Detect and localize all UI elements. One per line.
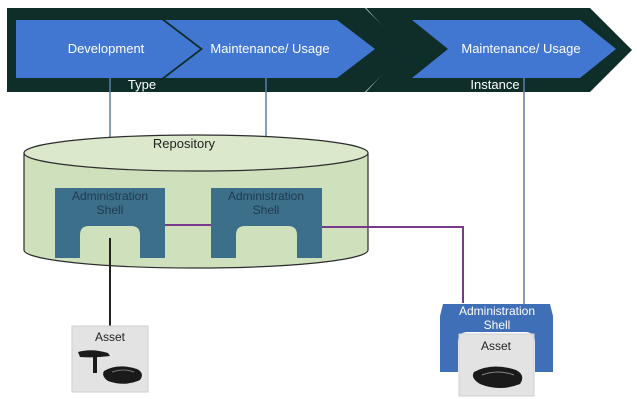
- development-chevron: [16, 20, 200, 78]
- type-caption: Type: [128, 77, 156, 92]
- instance-shell-line2: Shell: [484, 318, 511, 332]
- instance-caption: Instance: [470, 77, 519, 92]
- instance-asset-label: Asset: [481, 339, 512, 353]
- repository-cylinder-top: [23, 134, 369, 172]
- saddle-icon: [472, 366, 523, 388]
- admin-shell-2-line2: Shell: [253, 203, 280, 217]
- type-maintenance-label: Maintenance/ Usage: [210, 41, 329, 56]
- admin-shell-1-line2: Shell: [97, 203, 124, 217]
- type-maintenance-chevron: [165, 20, 375, 78]
- type-asset-label: Asset: [95, 330, 126, 344]
- instance-maintenance-chevron: [412, 20, 616, 78]
- repository-to-instance-connector: [322, 226, 464, 303]
- instance-shell-line1: Administration: [459, 304, 535, 318]
- admin-shell-1: [55, 188, 165, 258]
- admin-shell-1-line1: Administration: [72, 189, 148, 203]
- saddle-and-seatpost-icon: [78, 350, 142, 384]
- admin-shell-2-line1: Administration: [228, 189, 304, 203]
- admin-shell-2: [211, 188, 322, 258]
- repository-label: Repository: [153, 136, 216, 151]
- instance-maintenance-label: Maintenance/ Usage: [461, 41, 580, 56]
- development-label: Development: [68, 41, 145, 56]
- instance-admin-shell: [440, 304, 553, 372]
